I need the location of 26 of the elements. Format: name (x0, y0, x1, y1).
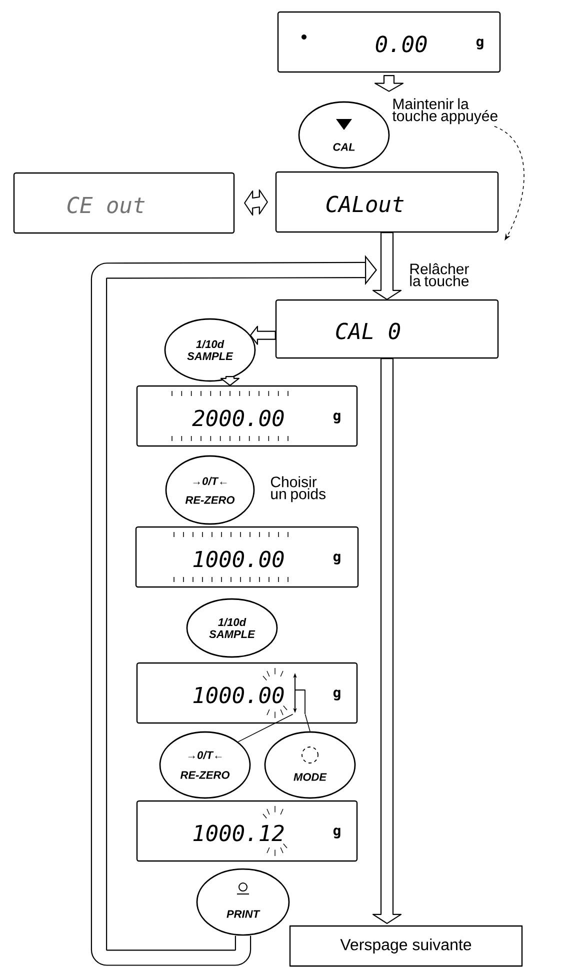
display-screen: CAL 0 (275, 299, 499, 359)
display-screen: 1000.00 g (136, 662, 358, 724)
leader-line (304, 714, 310, 732)
instruction-text: Maintenir la touche appuyée (392, 98, 498, 124)
block-arrow (244, 189, 268, 216)
display-screen: 0.00 g (277, 11, 501, 73)
key-button: →0/T← RE-ZERO (159, 731, 251, 799)
instruction-text: Choisir un poids (270, 476, 326, 502)
text-box: Verspage suivante (289, 925, 523, 967)
key-button: CAL (298, 101, 390, 169)
display-screen: CE out (13, 172, 235, 234)
key-button: →0/T← RE-ZERO (165, 455, 255, 525)
key-button: 1/10d SAMPLE (186, 598, 278, 658)
block-arrow (220, 376, 240, 386)
display-screen: 2000.00 g (136, 385, 358, 447)
edge-label: Relâcher la touche (408, 262, 480, 288)
block-arrow (372, 232, 402, 300)
key-button: MODE (264, 731, 356, 799)
block-arrow (250, 326, 276, 345)
display-screen: CALout (275, 171, 499, 233)
key-button: 1/10d SAMPLE (164, 318, 256, 382)
block-arrow (372, 358, 402, 924)
leader-line (238, 714, 294, 742)
block-arrow (90, 254, 377, 966)
block-arrow (374, 75, 404, 92)
key-button: PRINT (196, 868, 290, 936)
